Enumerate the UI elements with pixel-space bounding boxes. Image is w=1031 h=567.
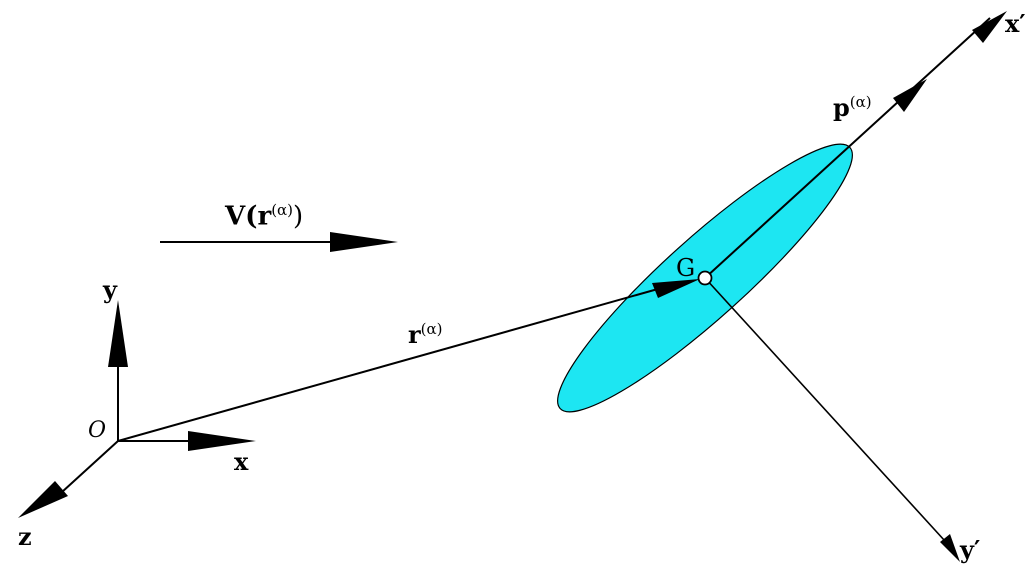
- position-vector-label: r(α): [408, 322, 443, 347]
- momentum-vector-text: p: [833, 93, 850, 122]
- y-prime-axis-arrowhead: [940, 534, 960, 562]
- center-text: G: [676, 254, 696, 282]
- y-axis-arrowhead: [108, 300, 128, 367]
- position-vector-line: [117, 284, 673, 442]
- velocity-arrowhead: [330, 232, 398, 252]
- x-axis-label: x: [234, 450, 248, 474]
- x-prime-axis-line: [704, 17, 991, 279]
- velocity-field-superscript: (α): [271, 201, 294, 219]
- z-axis-line: [61, 440, 119, 493]
- momentum-vector-label: p(α): [833, 95, 872, 120]
- z-axis-arrowhead: [18, 481, 68, 518]
- velocity-field-text: V(r: [225, 201, 272, 232]
- momentum-arrowhead: [893, 79, 927, 112]
- velocity-field-label: V(r(α)): [225, 203, 303, 230]
- position-vector-arrowhead: [652, 279, 700, 298]
- origin-text: O: [88, 418, 107, 443]
- origin-label: O: [88, 420, 106, 442]
- y-prime-axis-text: y′: [960, 535, 981, 564]
- y-prime-axis-label: y′: [960, 538, 980, 562]
- position-vector-text: r: [408, 320, 421, 349]
- x-axis-text: x: [234, 447, 249, 476]
- position-vector-superscript: (α): [420, 320, 443, 338]
- y-axis-text: y: [103, 275, 117, 304]
- velocity-field-close: ): [293, 201, 304, 232]
- y-axis-label: y: [103, 278, 117, 302]
- center-of-mass-marker: [697, 270, 713, 286]
- z-axis-label: z: [18, 525, 32, 549]
- center-label: G: [676, 256, 695, 280]
- x-axis-arrowhead: [188, 431, 256, 451]
- y-prime-axis-line: [704, 277, 956, 553]
- z-axis-text: z: [18, 522, 32, 551]
- x-prime-axis-text: x′: [1005, 9, 1026, 38]
- momentum-vector-superscript: (α): [849, 93, 872, 111]
- x-prime-axis-arrowhead: [972, 11, 1007, 43]
- x-prime-axis-label: x′: [1005, 12, 1026, 36]
